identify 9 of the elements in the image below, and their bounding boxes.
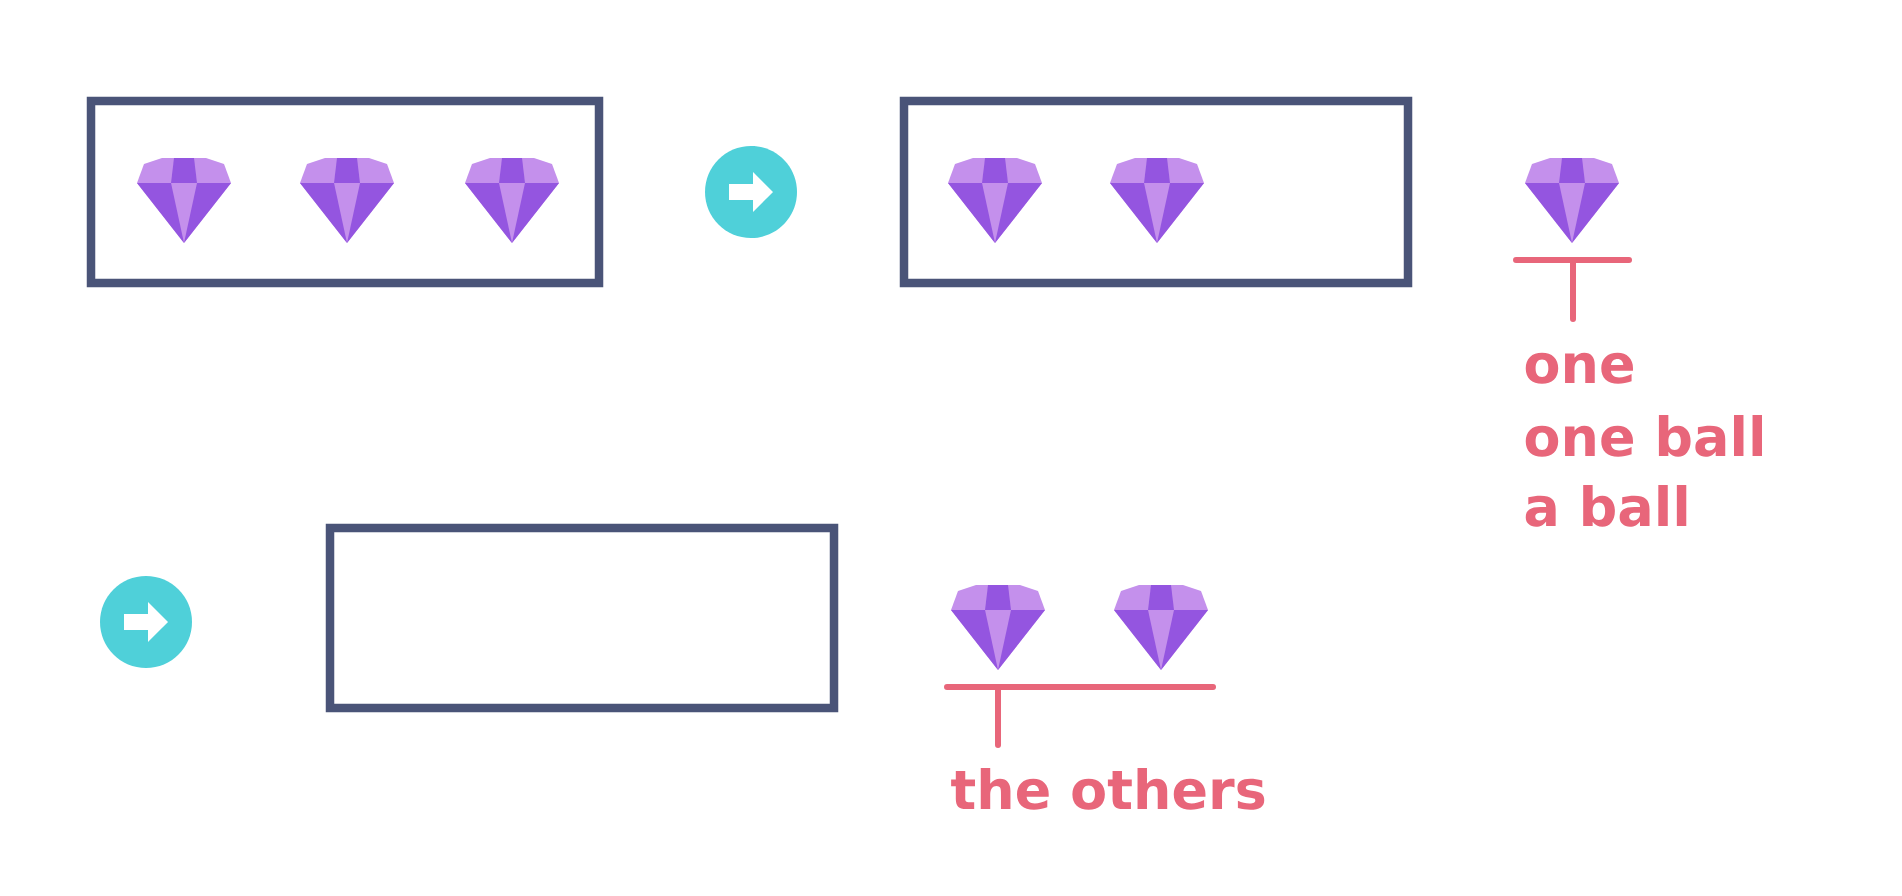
frame-box (86, 96, 604, 288)
frame-box (325, 523, 839, 713)
bracket-label: one (1525, 352, 1633, 384)
bracket-label: one ball (1525, 415, 1762, 457)
frame-box (899, 96, 1413, 288)
bracket-label: the others (951, 768, 1265, 810)
arrow-button (100, 576, 192, 668)
arrow-button (705, 146, 797, 238)
bracket-label: a ball (1525, 485, 1687, 527)
